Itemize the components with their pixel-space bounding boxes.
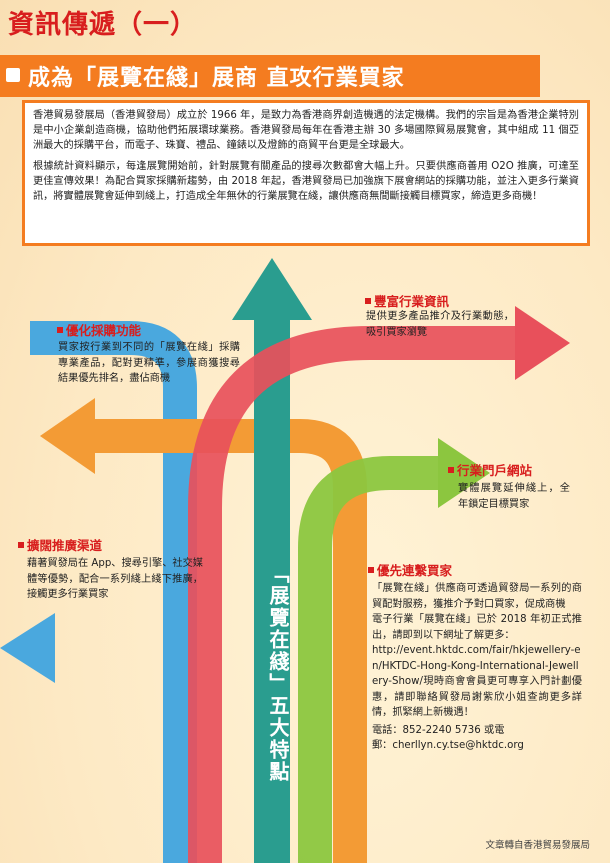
bullet-square-icon (365, 298, 371, 304)
blue-arrowhead (0, 613, 55, 683)
priority-phone: 電話：852-2240 5736 或電 (372, 724, 505, 736)
section-body-optimize: 買家按行業到不同的「展覽在綫」採購專業產品，配對更精準，參展商獲搜尋結果優先排名… (58, 342, 240, 384)
section-body-priority: 「展覽在綫」供應商可透過貿發局一系列的商貿配對服務，獲推介予對口買家，促成商機 … (372, 581, 582, 754)
priority-url: http://event.hktdc.com/fair/hkjewellery-… (372, 643, 582, 721)
green-arrowhead (438, 438, 490, 508)
banner-square-icon (6, 68, 20, 82)
section-body-portal: 實體展覽延伸綫上，全年鎖定目標買家 (458, 483, 570, 510)
page-title: 資訊傳遞（一） (8, 10, 198, 40)
intro-paragraph-2: 根據統計資料顯示，每逢展覽開始前，針對展覽有關產品的搜尋次數都會大幅上升。只要供… (33, 161, 579, 202)
bullet-square-icon (18, 542, 24, 548)
teal-arrowhead (232, 258, 312, 320)
bullet-square-icon (368, 567, 374, 573)
bullet-square-icon (57, 327, 63, 333)
priority-url-link[interactable]: http://event.hktdc.com/fair/hkjewellery-… (372, 645, 581, 687)
intro-box: 香港貿易發展局（香港貿發局）成立於 1966 年，是致力為香港商界創造機遇的法定… (22, 100, 590, 246)
priority-email[interactable]: 郵：cherllyn.cy.tse@hktdc.org (372, 740, 524, 751)
section-title-rich-info: 豐富行業資訊 (365, 291, 449, 310)
section-body-channels: 藉著貿發局在 App、搜尋引擎、社交媒體等優勢，配合一系列綫上綫下推廣，接觸更多… (27, 558, 203, 600)
section-body-rich-info: 提供更多產品推介及行業動態，吸引買家瀏覽 (366, 311, 514, 338)
section-title-optimize: 優化採購功能 (57, 320, 141, 339)
red-arrow (188, 326, 520, 863)
green-arrow (298, 456, 440, 863)
source-credit: 文章轉自香港貿易發展局 (485, 840, 590, 851)
arrows-graphic (0, 258, 570, 863)
banner-text: 成為「展覽在綫」展商 直攻行業買家 (28, 66, 405, 91)
orange-arrowhead (40, 398, 95, 474)
priority-body-1: 「展覽在綫」供應商可透過貿發局一系列的商貿配對服務，獲推介予對口買家，促成商機 (372, 583, 582, 610)
section-title-portal: 行業門戶網站 (448, 460, 532, 479)
blue-arrow (30, 321, 197, 863)
section-title-priority: 優先連繫買家 (368, 560, 452, 579)
red-arrowhead (515, 306, 570, 380)
headline-banner: 成為「展覽在綫」展商 直攻行業買家 (0, 55, 540, 97)
bullet-square-icon (448, 467, 454, 473)
intro-paragraph-1: 香港貿易發展局（香港貿發局）成立於 1966 年，是致力為香港商界創造機遇的法定… (33, 110, 579, 151)
section-title-channels: 擴闊推廣渠道 (18, 535, 102, 554)
priority-body-3: 現時商會會員更可專享入門計劃優惠，請即聯絡貿發局謝紫欣小姐查詢更多詳情，抓緊網上… (372, 676, 582, 718)
priority-body-2: 電子行業「展覽在綫」已於 2018 年初正式推出，請即到以下網址了解更多： (372, 614, 582, 641)
center-vertical-title: 「展覽在綫」五大特點 (266, 563, 290, 783)
